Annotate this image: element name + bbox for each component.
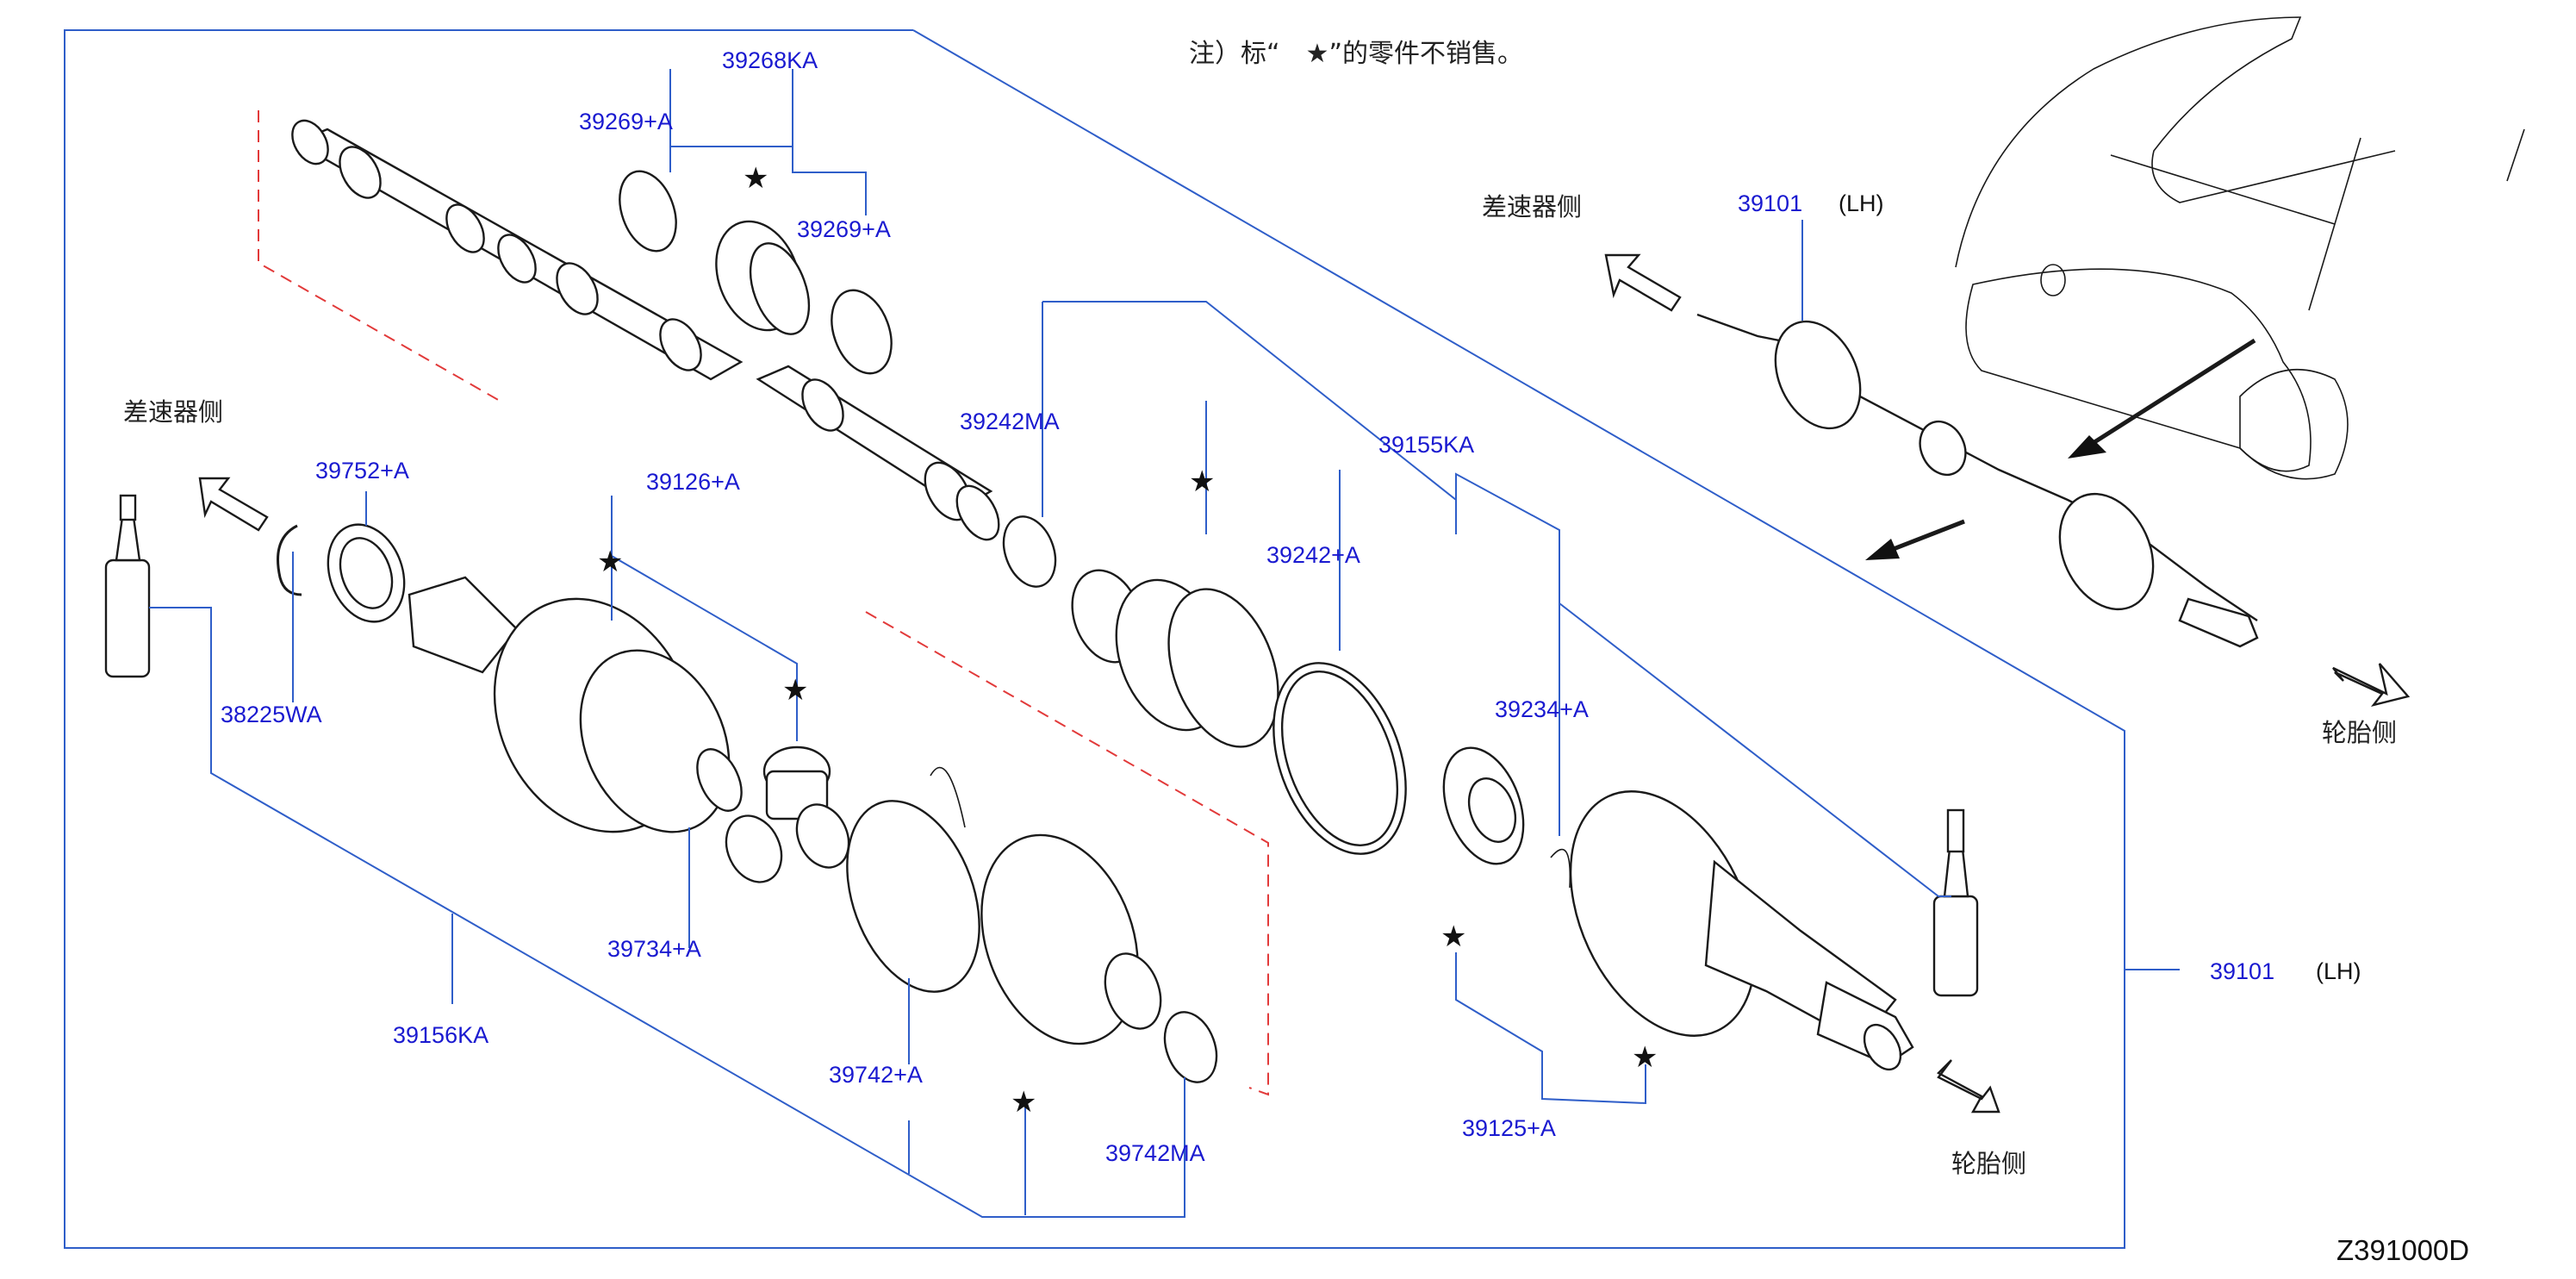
leader-bottle-left [149,607,1185,1218]
caption-tire-side-inset: 轮胎侧 [2322,718,2397,747]
lower-boot-set [846,766,1218,1083]
leader-39125 [1455,952,1646,1105]
drive-shaft [291,119,1000,541]
star-outer-joint: ★ [1632,1040,1658,1075]
label-39126A[interactable]: 39126+A [646,469,740,495]
star-lower-boot: ★ [1011,1085,1036,1120]
label-39752A[interactable]: 39752+A [315,458,409,484]
label-39125A[interactable]: 39125+A [1462,1115,1556,1141]
bearing-set [277,523,406,623]
star-tripod: ★ [782,673,808,708]
outer-cv-joint [1569,790,1914,1071]
label-39156KA[interactable]: 39156KA [393,1022,488,1048]
label-39242A[interactable]: 39242+A [1266,542,1360,568]
upper-boot-set [619,170,893,375]
label-39234A[interactable]: 39234+A [1495,696,1589,722]
label-39269A-left[interactable]: 39269+A [579,109,673,134]
label-39155KA[interactable]: 39155KA [1378,432,1474,458]
caption-diff-side-inset: 差速器侧 [1482,192,1582,221]
label-39742MA[interactable]: 39742MA [1105,1140,1205,1166]
label-39101-main-lh: (LH) [2316,958,2361,984]
star-39126: ★ [597,545,623,579]
note-star: ★ [1306,39,1329,69]
arrow-diff-side-left [198,477,269,532]
label-39242MA[interactable]: 39242MA [960,409,1060,434]
diagram-code: Z391000D [2336,1234,2469,1266]
label-39742A[interactable]: 39742+A [829,1062,923,1088]
label-39268KA[interactable]: 39268KA [722,47,818,73]
label-39101-inset[interactable]: 39101 [1738,190,1802,216]
caption-diff-side-left: 差速器侧 [123,397,223,427]
star-39268: ★ [743,161,768,196]
grease-bottle-left [104,494,151,678]
label-39101-inset-lh: (LH) [1839,190,1884,216]
leader-39126 [611,496,798,741]
inner-cv-joint [408,576,850,883]
label-39269A-right[interactable]: 39269+A [797,216,891,242]
label-39734A[interactable]: 39734+A [607,936,701,962]
assembly-frame [64,29,2125,1249]
label-39101-main[interactable]: 39101 [2210,958,2274,984]
leader-39268 [669,69,867,215]
note-prefix: 注）标“ [1189,39,1280,69]
caption-tire-side-lower: 轮胎侧 [1951,1149,2026,1178]
star-39155: ★ [1189,465,1215,499]
note-text: 注）标“ ★”的零件不销售。 [1189,39,1523,69]
arrow-tire-side-lower [1937,1059,2000,1114]
vehicle-inset [1696,16,2525,648]
label-38225WA[interactable]: 38225WA [221,702,322,727]
leader-39155KA [1042,301,1951,897]
grease-bottle-right [1932,808,1979,997]
star-39125: ★ [1440,920,1466,954]
dashed-clip-upper [258,110,501,402]
note-suffix: ”的零件不销售。 [1328,39,1523,69]
middle-boot-set [1002,515,1571,889]
arrow-tire-side-inset [2332,663,2411,708]
arrow-diff-side-inset [1604,253,1682,312]
